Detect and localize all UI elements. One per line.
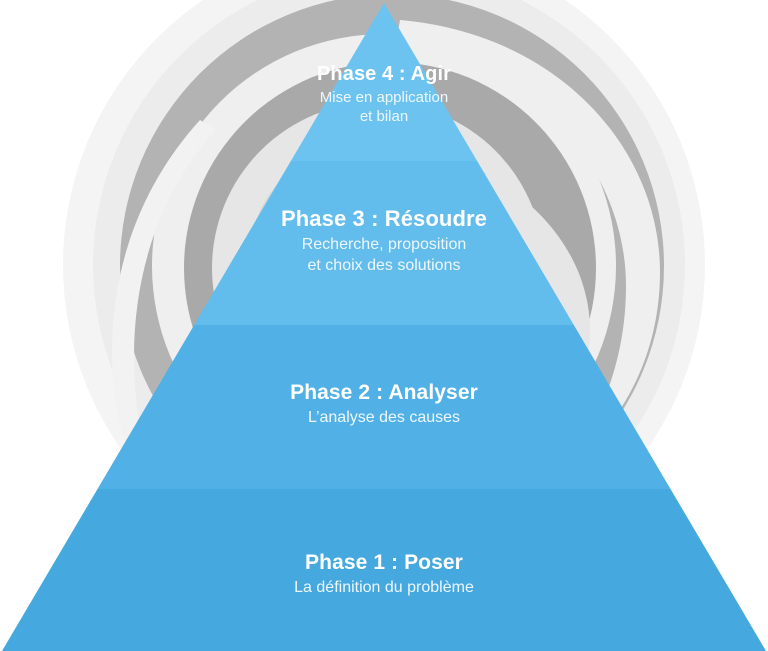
pyramid-level-label-phase-4[interactable]: Phase 4 : Agir Mise en application et bi… (0, 62, 768, 126)
phase-1-subtitle-line-1: La définition du problème (294, 579, 474, 596)
phase-4-title: Phase 4 : Agir (316, 63, 452, 85)
pyramid-level-label-phase-2[interactable]: Phase 2 : Analyser L’analyse des causes (0, 379, 768, 428)
phase-4-subtitle-line-1: Mise en application (319, 89, 449, 106)
phase-3-subtitle-line-1: Recherche, proposition (301, 236, 467, 253)
phase-4-subtitle: Mise en application et bilan (0, 88, 768, 126)
spiral-arm-mid (396, 20, 660, 476)
spiral-arm-inner (414, 150, 590, 478)
phase-1-subtitle: La définition du problème (0, 577, 768, 598)
phase-2-subtitle: L’analyse des causes (0, 407, 768, 428)
phase-3-subtitle-line-2: et choix des solutions (307, 257, 461, 274)
pyramid-level-label-phase-3[interactable]: Phase 3 : Résoudre Recherche, propositio… (0, 205, 768, 276)
phase-4-subtitle-line-2: et bilan (359, 108, 409, 125)
pyramid-level-label-phase-1[interactable]: Phase 1 : Poser La définition du problèm… (0, 549, 768, 598)
pyramid-band-phase-1[interactable] (0, 489, 768, 651)
phase-2-subtitle-line-1: L’analyse des causes (307, 409, 461, 426)
phase-3-title: Phase 3 : Résoudre (281, 206, 487, 231)
phase-3-subtitle: Recherche, proposition et choix des solu… (0, 234, 768, 276)
phase-1-title: Phase 1 : Poser (305, 551, 463, 574)
phase-2-title: Phase 2 : Analyser (290, 381, 478, 404)
